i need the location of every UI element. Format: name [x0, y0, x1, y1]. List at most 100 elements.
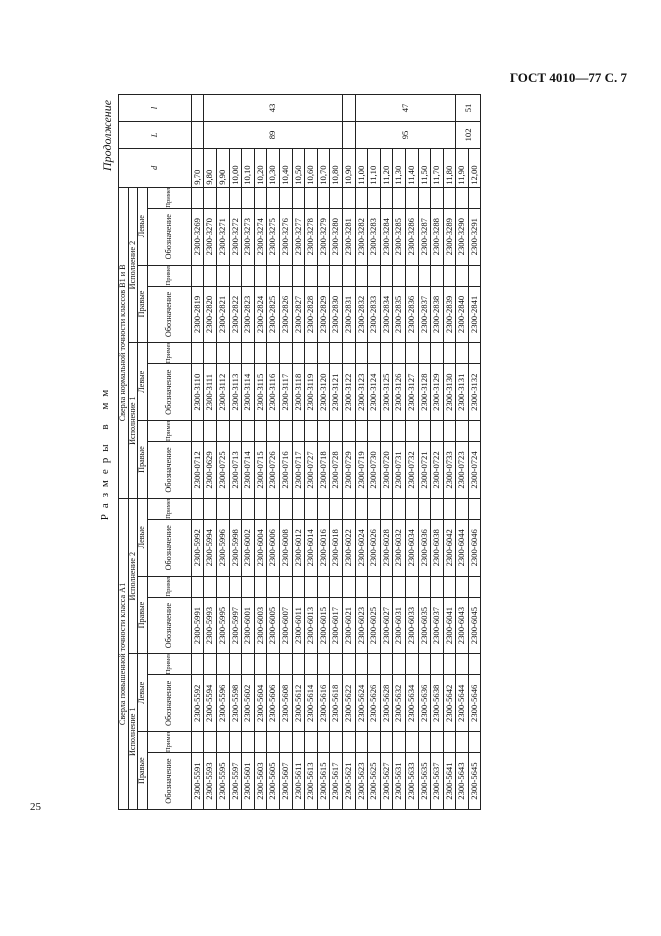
side-right-1: Правые — [137, 731, 148, 810]
application-cell — [241, 187, 255, 209]
diameter-cell: 11,10 — [367, 148, 381, 188]
a1-version1-header: Исполнение 1 — [128, 653, 138, 810]
designation-cell: 2300-5601 — [241, 752, 255, 810]
designation-cell: 2300-5604 — [254, 674, 267, 732]
application-cell — [317, 187, 330, 209]
diameter-cell: 11,30 — [392, 148, 406, 188]
application-cell — [430, 187, 444, 209]
side-left-2: Левые — [137, 498, 148, 577]
designation-cell: 2300-3276 — [279, 208, 293, 266]
designation-cell: 2300-5603 — [254, 752, 267, 810]
application-cell — [380, 653, 393, 675]
application-cell — [355, 342, 368, 364]
designation-cell: 2300-5617 — [329, 752, 343, 810]
application-cell — [342, 653, 356, 675]
application-cell — [468, 342, 481, 364]
designation-cell: 2300-2841 — [468, 286, 481, 343]
designation-cell: 2300-3119 — [304, 363, 318, 421]
application-cell — [241, 342, 255, 364]
diameter-cell: 10,40 — [279, 148, 293, 188]
length-l-cell: 51 — [455, 94, 481, 122]
designation-cell: 2300-5616 — [317, 674, 330, 732]
designation-header: Обозначение — [147, 597, 192, 654]
application-cell — [203, 498, 217, 520]
application-cell — [191, 731, 204, 753]
designation-header: Обозначение — [147, 286, 192, 343]
designation-cell: 2300-5611 — [292, 752, 305, 810]
application-cell — [203, 342, 217, 364]
diameter-cell: 10,80 — [329, 148, 343, 188]
application-cell — [380, 342, 393, 364]
application-cell — [191, 653, 204, 675]
designation-cell: 2300-3273 — [241, 208, 255, 266]
designation-cell: 2300-2828 — [304, 286, 318, 343]
application-cell — [355, 731, 368, 753]
application-cell — [292, 420, 305, 442]
page-number: 25 — [30, 801, 41, 813]
diameter-cell: 9,70 — [191, 148, 204, 188]
designation-cell: 2300-5642 — [443, 674, 456, 732]
designation-cell: 2300-3279 — [317, 208, 330, 266]
application-cell — [254, 653, 267, 675]
designation-cell: 2300-2838 — [430, 286, 444, 343]
designation-cell: 2300-5622 — [342, 674, 356, 732]
application-cell — [292, 576, 305, 598]
designation-cell: 2300-5618 — [329, 674, 343, 732]
application-cell — [279, 731, 293, 753]
designation-cell: 2300-0720 — [380, 441, 393, 499]
application-cell — [317, 342, 330, 364]
application-cell — [418, 265, 431, 287]
designation-cell: 2300-5606 — [266, 674, 280, 732]
designation-cell: 2300-2820 — [203, 286, 217, 343]
designation-cell: 2300-5624 — [355, 674, 368, 732]
designation-cell: 2300-6016 — [317, 519, 330, 577]
diameter-cell: 11,00 — [355, 148, 368, 188]
a1-version2-header: Исполнение 2 — [128, 498, 138, 654]
designation-cell: 2300-5635 — [418, 752, 431, 810]
application-cell — [266, 265, 280, 287]
col-d-header: d — [118, 148, 192, 188]
application-cell — [241, 265, 255, 287]
designation-cell: 2300-3280 — [329, 208, 343, 266]
application-cell — [216, 420, 230, 442]
application-cell — [266, 731, 280, 753]
designation-cell: 2300-2824 — [254, 286, 267, 343]
designation-cell: 2300-5627 — [380, 752, 393, 810]
length-L-cell: 95 — [355, 121, 456, 149]
application-cell — [229, 420, 242, 442]
side-left-3: Левые — [137, 342, 148, 421]
application-cell — [405, 420, 419, 442]
application-cell — [342, 731, 356, 753]
application-cell — [380, 498, 393, 520]
designation-cell: 2300-3114 — [241, 363, 255, 421]
designation-cell: 2300-5591 — [191, 752, 204, 810]
designation-cell: 2300-0724 — [468, 441, 481, 499]
application-cell — [241, 653, 255, 675]
application-cell — [392, 342, 406, 364]
designation-cell: 2300-3118 — [292, 363, 305, 421]
designation-cell: 2300-6041 — [443, 597, 456, 654]
application-cell — [304, 342, 318, 364]
application-cell — [418, 420, 431, 442]
application-cell — [216, 653, 230, 675]
application-cell — [418, 576, 431, 598]
rotated-content: Размеры в мм Сверла повышенной точности … — [92, 94, 600, 810]
application-cell — [254, 342, 267, 364]
designation-header: Обозначение — [147, 363, 192, 421]
designation-cell: 2300-3112 — [216, 363, 230, 421]
designation-cell: 2300-0629 — [203, 441, 217, 499]
designation-cell: 2300-2829 — [317, 286, 330, 343]
designation-cell: 2300-3283 — [367, 208, 381, 266]
side-left-1: Левые — [137, 653, 148, 732]
application-cell — [455, 265, 469, 287]
application-cell — [430, 420, 444, 442]
application-cell — [443, 498, 456, 520]
designation-cell: 2300-3291 — [468, 208, 481, 266]
designation-cell: 2300-5994 — [203, 519, 217, 577]
designation-cell: 2300-0721 — [418, 441, 431, 499]
